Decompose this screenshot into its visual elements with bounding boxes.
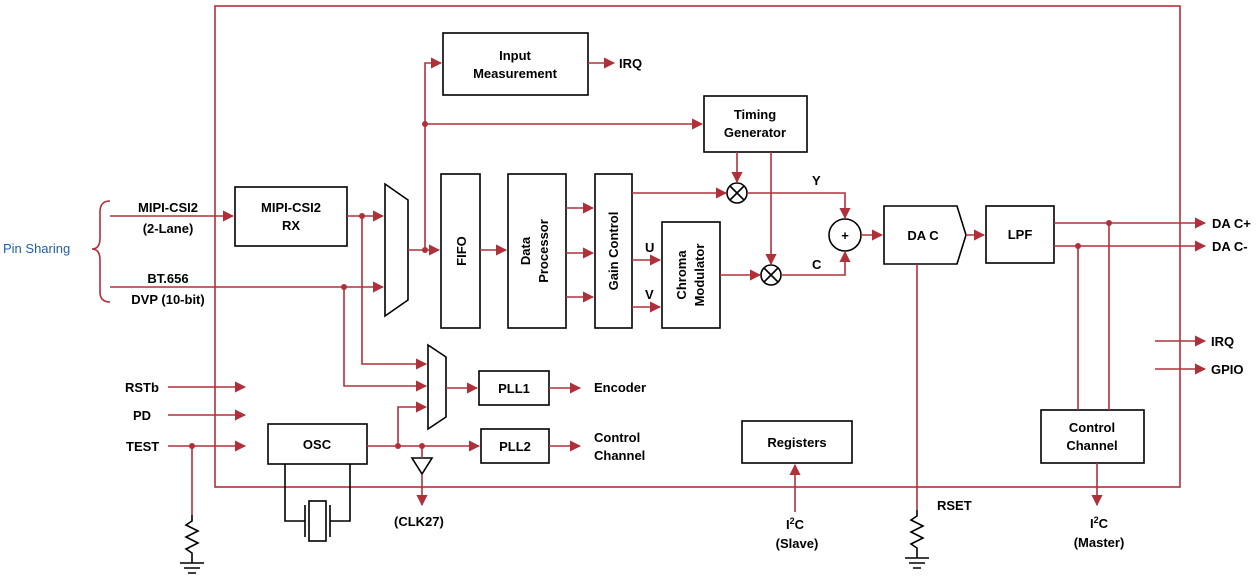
pll1-block: PLL1 xyxy=(478,370,550,406)
u-label: U xyxy=(645,240,654,255)
chroma-modulator-label-1: Chroma xyxy=(674,250,689,300)
crystal xyxy=(284,464,351,542)
pin-sharing-label: Pin Sharing xyxy=(3,241,70,256)
input-measurement-block: Input Measurement xyxy=(442,32,589,96)
irq-top-label: IRQ xyxy=(619,56,642,71)
i2c-slave-note: (Slave) xyxy=(776,536,819,551)
y-label: Y xyxy=(812,173,821,188)
input-measurement-label-2: Measurement xyxy=(473,66,557,81)
control-channel-label-1: Control xyxy=(1069,420,1115,435)
test-label: TEST xyxy=(126,439,159,454)
registers-block: Registers xyxy=(741,420,853,464)
timing-generator-block: Timing Generator xyxy=(703,95,808,153)
y-to-adder-wire xyxy=(747,192,851,220)
pin-sharing-brace xyxy=(91,200,111,303)
lpf-label: LPF xyxy=(1008,227,1033,242)
data-processor-block: Data Processor xyxy=(507,173,567,329)
gpio-label: GPIO xyxy=(1211,362,1244,377)
adder-symbol: + xyxy=(841,228,849,243)
control-channel-out-label-1: Control xyxy=(594,430,640,445)
osc-to-pll-mux-wire xyxy=(397,401,428,446)
lpf-block: LPF xyxy=(985,205,1055,264)
chroma-modulator-block: Chroma Modulator xyxy=(661,221,721,329)
fifo-block: FIFO xyxy=(440,173,481,329)
mipi-rx-label-1: MIPI-CSI2 xyxy=(261,200,321,215)
timing-generator-label-2: Generator xyxy=(724,125,786,140)
rset-ground-icon xyxy=(905,557,929,569)
i2c-master-label: I2C xyxy=(1090,515,1109,531)
chroma-modulator-label-2: Modulator xyxy=(692,244,707,307)
registers-label: Registers xyxy=(767,435,826,450)
rstb-label: RSTb xyxy=(125,380,159,395)
v-label: V xyxy=(645,287,654,302)
to-input-measurement-wire xyxy=(424,57,443,250)
mipi-to-pll-mux-wire xyxy=(361,216,428,370)
mipi-csi2-rx-block: MIPI-CSI2 RX xyxy=(234,186,348,247)
dac-plus-label: DA C+ xyxy=(1212,216,1251,231)
pd-label: PD xyxy=(133,408,151,423)
dac-label: DA C xyxy=(907,228,939,243)
input-mux xyxy=(384,182,409,318)
pll-mux xyxy=(427,343,447,431)
mipi-input-label-2: (2-Lane) xyxy=(143,221,194,236)
c-label: C xyxy=(812,257,822,272)
c-to-adder-wire xyxy=(781,250,851,276)
dac-minus-label: DA C- xyxy=(1212,239,1248,254)
irq-label: IRQ xyxy=(1211,334,1234,349)
pll2-label: PLL2 xyxy=(499,439,531,454)
gain-control-block: Gain Control xyxy=(594,173,633,329)
timing-generator-label-1: Timing xyxy=(734,107,776,122)
osc-label: OSC xyxy=(303,437,332,452)
control-channel-block: Control Channel xyxy=(1040,409,1145,464)
control-channel-label-2: Channel xyxy=(1066,438,1117,453)
data-processor-label-1: Data xyxy=(518,236,533,265)
adder: + xyxy=(828,218,862,252)
bt656-to-pll-mux-wire xyxy=(343,287,428,392)
bt656-label-2: DVP (10-bit) xyxy=(131,292,204,307)
clk27-buffer xyxy=(410,457,434,476)
control-channel-out-label-2: Channel xyxy=(594,448,645,463)
rset-label: RSET xyxy=(937,498,972,513)
clk27-label: (CLK27) xyxy=(394,514,444,529)
data-processor-label-2: Processor xyxy=(536,219,551,283)
encoder-label: Encoder xyxy=(594,380,646,395)
y-multiplier xyxy=(726,182,748,204)
test-ground-icon xyxy=(180,562,204,574)
fifo-label: FIFO xyxy=(454,236,469,266)
mipi-input-label-1: MIPI-CSI2 xyxy=(138,200,198,215)
input-measurement-label-1: Input xyxy=(499,48,531,63)
c-multiplier xyxy=(760,264,782,286)
pll1-label: PLL1 xyxy=(498,381,530,396)
gain-control-label: Gain Control xyxy=(606,212,621,291)
rset-resistor xyxy=(909,510,925,558)
pll2-block: PLL2 xyxy=(480,428,550,464)
bt656-label-1: BT.656 xyxy=(147,271,188,286)
i2c-slave-label: I2C xyxy=(786,516,805,532)
osc-block: OSC xyxy=(267,423,368,465)
mipi-rx-label-2: RX xyxy=(282,218,300,233)
i2c-master-note: (Master) xyxy=(1074,535,1125,550)
dac-block: DA C xyxy=(883,205,967,265)
test-resistor xyxy=(184,515,200,563)
